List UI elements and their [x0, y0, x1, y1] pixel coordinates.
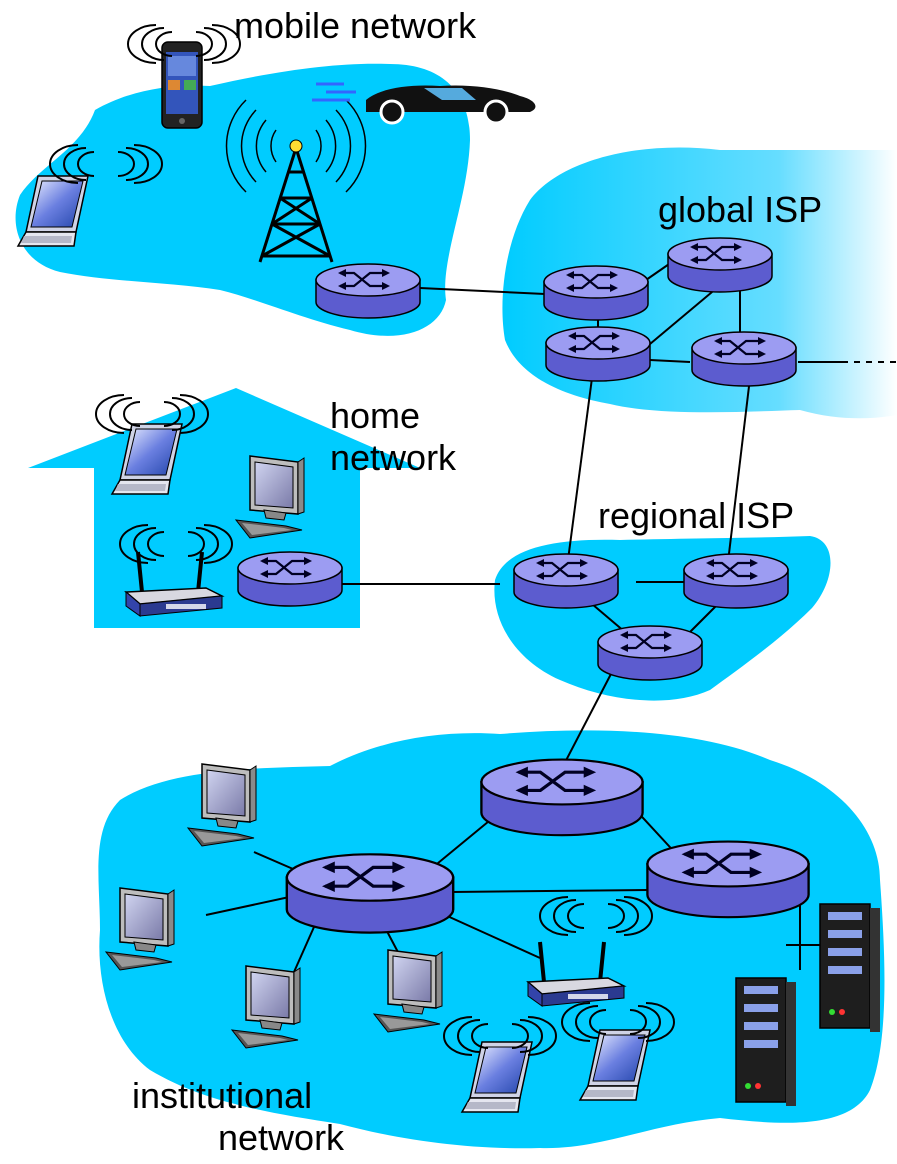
institutional-router-icon [645, 839, 811, 919]
global-isp-router-icon [690, 330, 798, 388]
global-isp-router-icon [542, 264, 650, 322]
car-icon [312, 82, 536, 125]
regional-isp-router-icon [512, 552, 620, 610]
smartphone-icon [161, 41, 203, 129]
regional-isp-label: regional ISP [598, 495, 794, 536]
institutional-network-region [98, 730, 885, 1149]
global-isp-router-icon [544, 325, 652, 383]
home-network-label-line2: network [330, 437, 457, 478]
server-icon [735, 977, 797, 1107]
institutional-network-label-line1: institutional [132, 1075, 312, 1116]
home-network-label-line1: home [330, 395, 420, 436]
mobile-network-label: mobile network [234, 5, 477, 46]
global-isp-router-icon [666, 236, 774, 294]
home-router-icon [236, 550, 344, 608]
server-icon [819, 903, 881, 1033]
regional-isp-router-icon [682, 552, 790, 610]
institutional-network-label-line2: network [218, 1117, 345, 1158]
mobile-router-icon [314, 262, 422, 320]
global-isp-label: global ISP [658, 189, 822, 230]
regional-isp-router-icon [596, 624, 704, 682]
institutional-router-icon [285, 852, 455, 935]
cell-tower-icon [225, 99, 367, 263]
institutional-router-icon [479, 757, 645, 837]
